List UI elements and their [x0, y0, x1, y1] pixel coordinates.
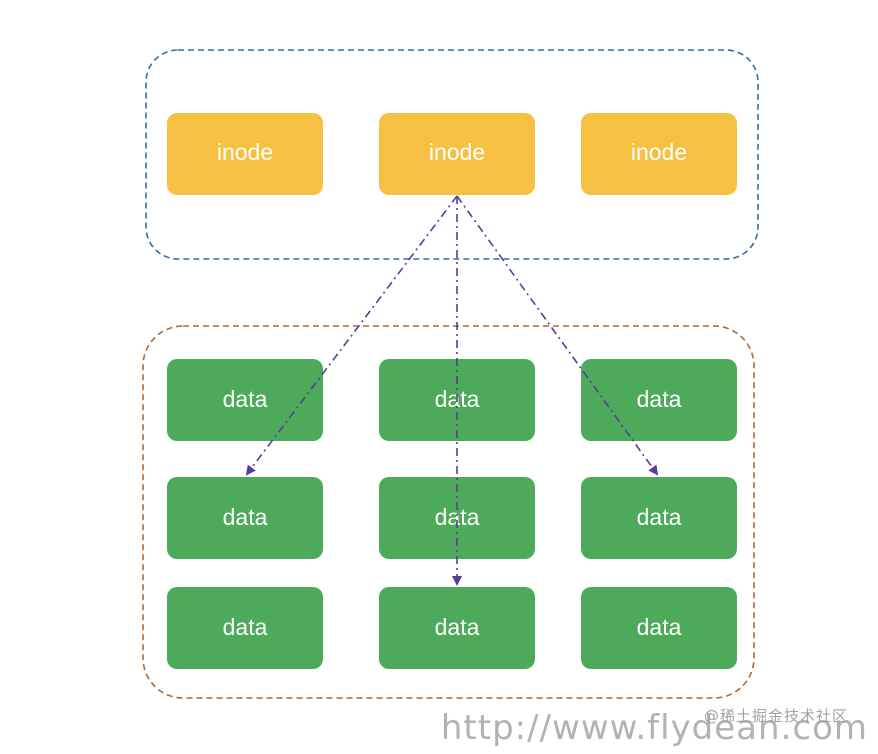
inode-box-3: inode: [581, 113, 737, 195]
watermark-credit: @稀土掘金技术社区: [703, 707, 848, 725]
inode-group-border: [145, 49, 759, 260]
data-box-r2c3: data: [581, 477, 737, 559]
data-group-border: [142, 325, 755, 699]
data-label: data: [637, 386, 682, 412]
data-label: data: [637, 504, 682, 530]
watermark: http://www.flydean.com @稀土掘金技术社区: [440, 707, 868, 748]
inode-label: inode: [631, 139, 687, 165]
pointer-arrow-right: [456, 195, 659, 476]
data-label: data: [637, 614, 682, 640]
pointer-arrow-left: [245, 195, 458, 476]
data-label: data: [223, 504, 268, 530]
inode-box-1: inode: [167, 113, 323, 195]
data-label: data: [223, 614, 268, 640]
data-box-r2c1: data: [167, 477, 323, 559]
data-box-r1c1: data: [167, 359, 323, 441]
data-box-r1c3: data: [581, 359, 737, 441]
inode-label: inode: [217, 139, 273, 165]
data-box-r3c3: data: [581, 587, 737, 669]
inode-label: inode: [429, 139, 485, 165]
data-label: data: [435, 614, 480, 640]
data-label: data: [223, 386, 268, 412]
data-box-r2c2: data: [379, 477, 535, 559]
data-box-r3c2: data: [379, 587, 535, 669]
watermark-url: http://www.flydean.com: [440, 708, 868, 748]
inode-box-2: inode: [379, 113, 535, 195]
data-box-r3c1: data: [167, 587, 323, 669]
